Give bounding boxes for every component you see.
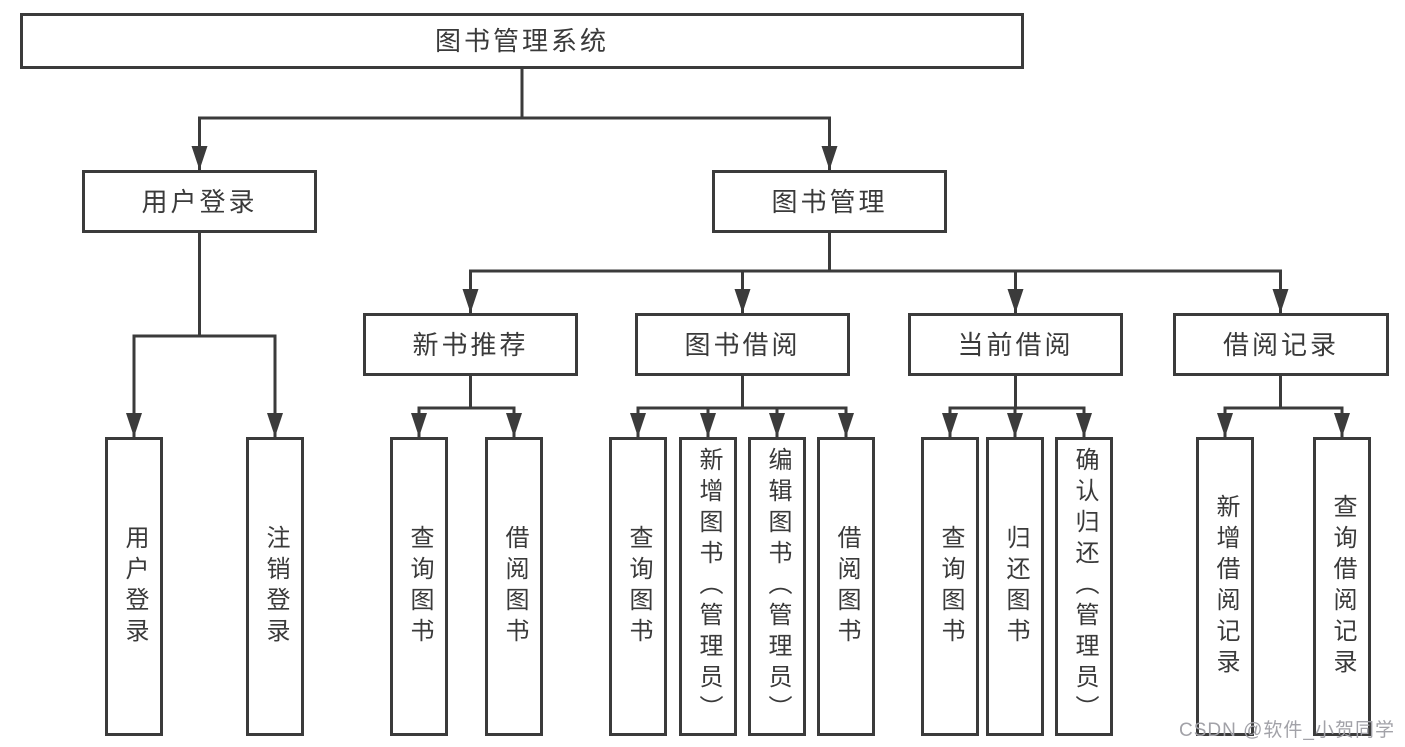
node-nb-borrow-books-label: 借阅图书 <box>501 524 528 649</box>
node-cb-return-books: 归还图书 <box>986 437 1044 736</box>
node-nb-query-books: 查询图书 <box>390 437 448 736</box>
node-book-management-label: 图书管理 <box>771 186 888 217</box>
node-bb-query-books-label: 查询图书 <box>625 524 652 649</box>
node-library-system-label: 图书管理系统 <box>434 26 609 56</box>
node-cb-query-books: 查询图书 <box>921 437 979 736</box>
node-br-add-record: 新增借阅记录 <box>1196 437 1254 736</box>
node-user-login-label: 用户登录 <box>141 186 258 217</box>
node-logout-leaf: 注销登录 <box>246 437 304 736</box>
node-br-query-record-label: 查询借阅记录 <box>1329 493 1356 680</box>
node-new-book-recommend: 新书推荐 <box>363 313 578 376</box>
node-current-borrowing-label: 当前借阅 <box>957 329 1074 360</box>
node-br-add-record-label: 新增借阅记录 <box>1212 493 1239 680</box>
node-library-system: 图书管理系统 <box>20 13 1024 69</box>
node-bb-add-books-admin-label: 新增图书（管理员） <box>695 447 722 726</box>
node-current-borrowing: 当前借阅 <box>908 313 1123 376</box>
node-user-login-leaf-label: 用户登录 <box>121 524 148 649</box>
node-logout-leaf-label: 注销登录 <box>262 524 289 649</box>
node-new-book-recommend-label: 新书推荐 <box>412 329 529 360</box>
csdn-watermark: CSDN @软件_小贺同学 <box>1179 720 1395 741</box>
node-bb-edit-books-admin-label: 编辑图书（管理员） <box>764 447 791 726</box>
node-cb-return-books-label: 归还图书 <box>1002 524 1029 649</box>
node-user-login: 用户登录 <box>82 170 317 233</box>
node-bb-query-books: 查询图书 <box>609 437 667 736</box>
node-book-management: 图书管理 <box>712 170 947 233</box>
node-bb-borrow-books: 借阅图书 <box>817 437 875 736</box>
node-borrowing-records-label: 借阅记录 <box>1222 329 1339 360</box>
node-br-query-record: 查询借阅记录 <box>1313 437 1371 736</box>
arrowheads <box>126 146 1350 437</box>
node-nb-query-books-label: 查询图书 <box>406 524 433 649</box>
node-book-borrowing: 图书借阅 <box>635 313 850 376</box>
node-bb-add-books-admin: 新增图书（管理员） <box>679 437 737 736</box>
node-user-login-leaf: 用户登录 <box>105 437 163 736</box>
node-book-borrowing-label: 图书借阅 <box>684 329 801 360</box>
node-cb-query-books-label: 查询图书 <box>937 524 964 649</box>
node-cb-confirm-return-admin: 确认归还（管理员） <box>1055 437 1113 736</box>
node-borrowing-records: 借阅记录 <box>1173 313 1389 376</box>
node-cb-confirm-return-admin-label: 确认归还（管理员） <box>1071 447 1098 726</box>
node-bb-borrow-books-label: 借阅图书 <box>833 524 860 649</box>
node-nb-borrow-books: 借阅图书 <box>485 437 543 736</box>
node-bb-edit-books-admin: 编辑图书（管理员） <box>748 437 806 736</box>
